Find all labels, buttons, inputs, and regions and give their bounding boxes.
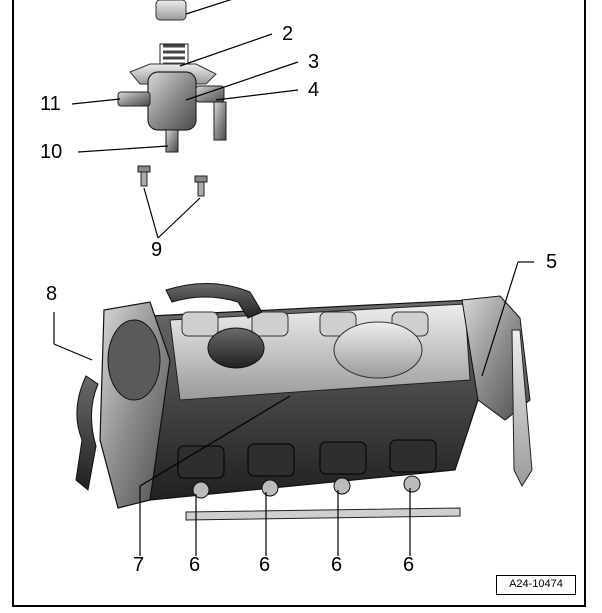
callout-6-a: 6 bbox=[189, 554, 201, 576]
callout-10: 10 bbox=[40, 141, 63, 163]
bolts bbox=[137, 165, 208, 197]
callout-6-c: 6 bbox=[331, 554, 343, 576]
part-1-cap bbox=[155, 0, 232, 21]
leader-lines bbox=[53, 33, 534, 556]
reference-code-label: A24-10474 bbox=[496, 575, 576, 595]
callout-3: 3 bbox=[308, 51, 320, 73]
callout-5: 5 bbox=[546, 251, 558, 273]
callout-9: 9 bbox=[151, 239, 163, 261]
callout-11: 11 bbox=[40, 93, 61, 115]
callout-8: 8 bbox=[46, 283, 58, 305]
high-pressure-pump bbox=[117, 43, 227, 153]
callout-6-b: 6 bbox=[259, 554, 271, 576]
callout-7: 7 bbox=[133, 554, 145, 576]
cylinder-head bbox=[75, 283, 533, 521]
callout-4: 4 bbox=[308, 79, 320, 101]
callout-2: 2 bbox=[282, 23, 294, 45]
callout-6-d: 6 bbox=[403, 554, 415, 576]
